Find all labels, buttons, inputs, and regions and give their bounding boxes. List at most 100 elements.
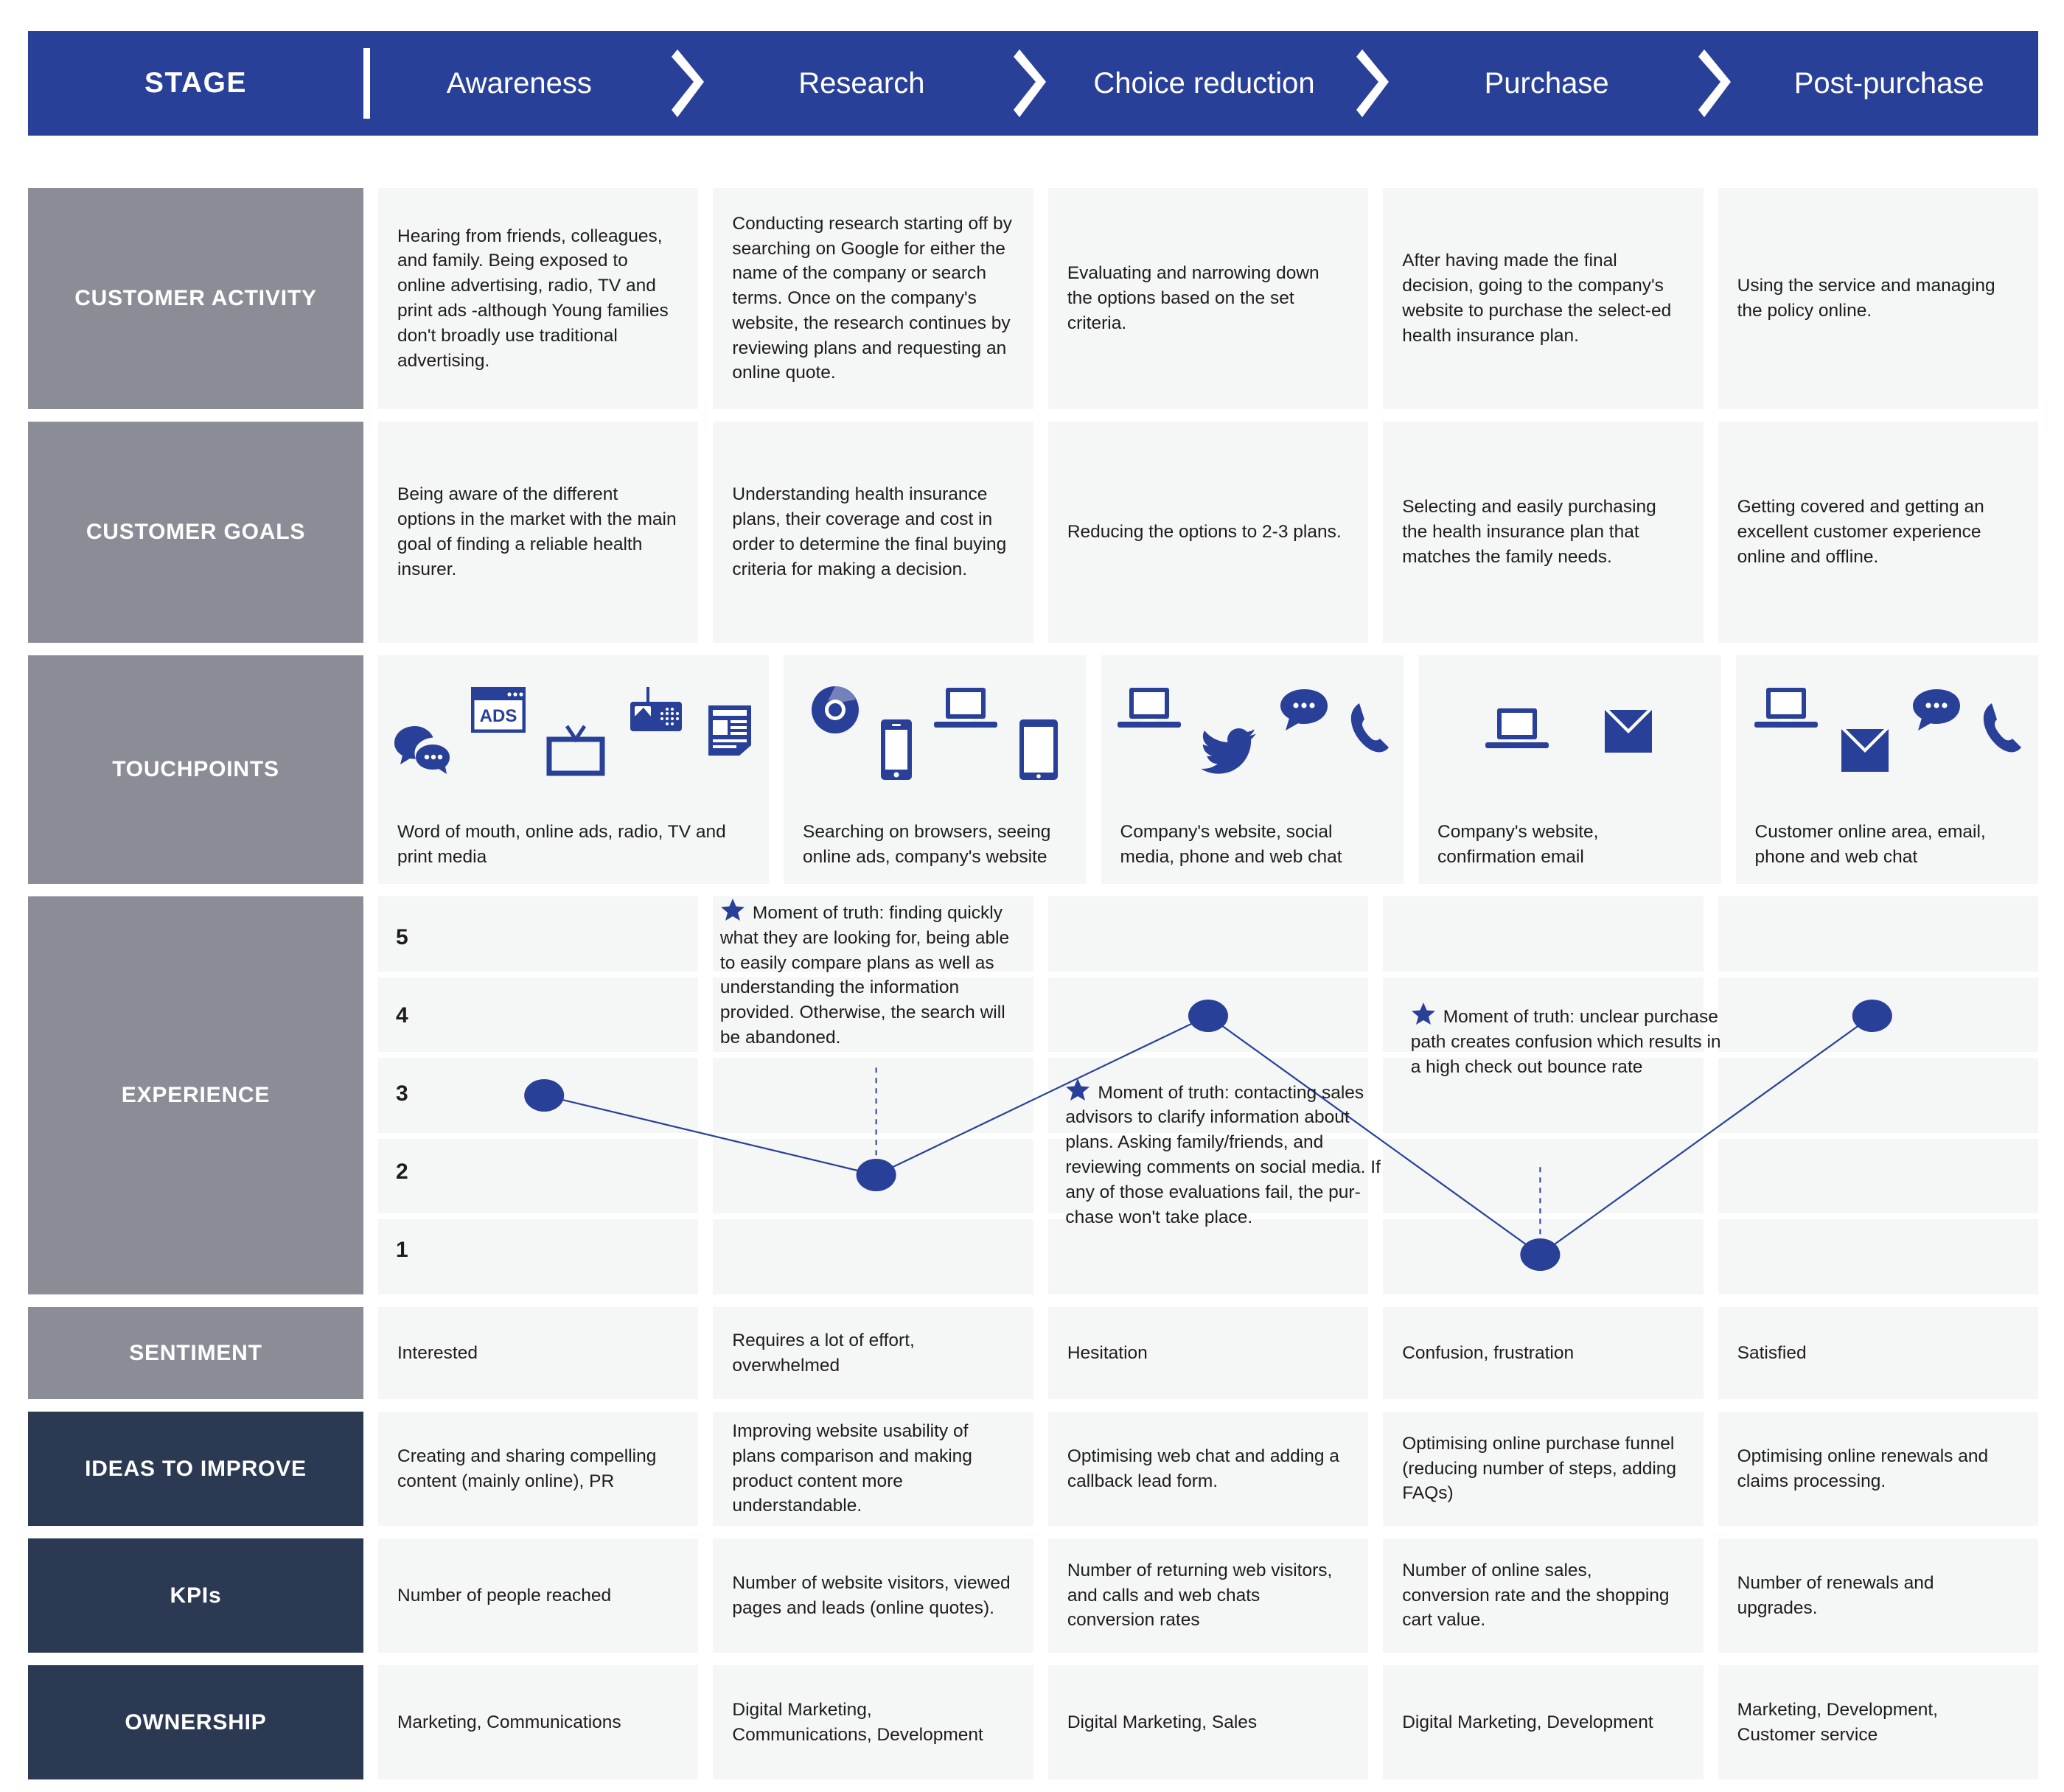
phone-handset-icon [1349,702,1389,759]
chevron-right-icon-3 [1353,31,1398,136]
row-label-customer-activity: CUSTOMER ACTIVITY [28,188,363,409]
cell-goals-choice-reduction: Reducing the options to 2-3 plans. [1047,422,1369,643]
svg-text:ADS: ADS [480,706,517,726]
cell-kpis-awareness: Number of people reached [378,1538,699,1653]
envelope-icon [1602,704,1655,757]
cell-sentiment-choice-reduction: Hesitation [1047,1307,1369,1399]
row-customer-goals: CUSTOMER GOALS Being aware of the differ… [28,422,2039,643]
cell-touchpoints-awareness: ADS [378,655,769,884]
row-label-ownership: OWNERSHIP [28,1665,363,1779]
row-label-ideas-to-improve: IDEAS TO IMPROVE [28,1412,363,1526]
cell-activity-choice-reduction: Evaluating and narrowing down the option… [1047,188,1369,409]
row-label-customer-goals: CUSTOMER GOALS [28,422,363,643]
cell-goals-post-purchase: Getting covered and getting an excellent… [1718,422,2039,643]
cell-sentiment-awareness: Interested [378,1307,699,1399]
row-sentiment: SENTIMENT Interested Requires a lot of e… [28,1307,2039,1399]
stage-label-choice-reduction: Choice reduction [1093,66,1315,100]
touchpoint-caption-awareness: Word of mouth, online ads, radio, TV and… [378,814,769,884]
cell-activity-awareness: Hearing from friends, colleagues, and fa… [378,188,699,409]
touchpoint-icons-research [784,655,1087,814]
star-icon [1411,1003,1435,1025]
chevron-right-icon-2 [1011,31,1055,136]
stage-label-research: Research [798,66,925,100]
cell-ownership-purchase: Digital Marketing, Development [1383,1665,1704,1779]
experience-band-1 [378,1219,2039,1294]
cell-touchpoints-post-purchase: Customer online area, email, phone and w… [1735,655,2038,884]
cell-ideas-purchase: Optimising online purchase funnel (reduc… [1383,1412,1704,1526]
phone-handset-icon [1981,702,2021,759]
chrome-browser-icon [810,685,860,735]
stage-divider [363,48,370,119]
row-ownership: OWNERSHIP Marketing, Communications Digi… [28,1665,2039,1779]
cell-kpis-purchase: Number of online sales, conversion rate … [1383,1538,1704,1653]
touchpoint-caption-research: Searching on browsers, seeing online ads… [784,814,1087,884]
stage-item-choice-reduction[interactable]: Choice reduction [1055,31,1353,136]
cell-kpis-post-purchase: Number of renewals and upgrades. [1718,1538,2039,1653]
laptop-icon [1484,707,1550,754]
row-label-kpis: KPIs [28,1538,363,1653]
cell-kpis-research: Number of website visitors, viewed pages… [713,1538,1033,1653]
laptop-icon [1116,686,1182,733]
stage-item-post-purchase[interactable]: Post-purchase [1740,31,2038,136]
stage-item-research[interactable]: Research [713,31,1011,136]
tv-icon [545,723,607,776]
stage-header-title: STAGE [144,67,247,99]
cell-touchpoints-research: Searching on browsers, seeing online ads… [784,655,1087,884]
touchpoint-icons-post-purchase [1735,655,2038,814]
cell-activity-research: Conducting research starting off by sear… [713,188,1033,409]
cell-ownership-research: Digital Marketing, Communications, Devel… [713,1665,1033,1779]
envelope-icon [1838,723,1892,776]
chevron-right-icon-4 [1695,31,1740,136]
cell-goals-awareness: Being aware of the different options in … [378,422,699,643]
cell-ideas-choice-reduction: Optimising web chat and adding a callbac… [1047,1412,1369,1526]
cell-touchpoints-purchase: Company's website, confirmation email [1418,655,1721,884]
laptop-icon [932,686,999,733]
touchpoint-icons-purchase [1418,655,1721,814]
tablet-icon [1018,718,1059,781]
newspaper-icon [705,702,754,759]
moment-of-truth-choice-reduction-text: Moment of truth: contacting sales adviso… [1065,1082,1381,1227]
row-customer-activity: CUSTOMER ACTIVITY Hearing from friends, … [28,188,2039,409]
row-touchpoints: TOUCHPOINTS [28,655,2038,884]
cell-goals-research: Understanding health insurance plans, th… [713,422,1033,643]
cell-kpis-choice-reduction: Number of returning web visitors, and ca… [1047,1538,1369,1653]
stage-label-post-purchase: Post-purchase [1793,66,1984,100]
chat-bubble-icon [1278,688,1330,732]
moment-of-truth-purchase-text: Moment of truth: unclear purchase path c… [1410,1007,1721,1077]
star-icon [720,899,745,921]
stage-item-purchase[interactable]: Purchase [1398,31,1696,136]
cell-activity-purchase: After having made the final decision, go… [1383,188,1704,409]
stage-item-awareness[interactable]: Awareness [370,31,669,136]
cell-ownership-awareness: Marketing, Communications [378,1665,699,1779]
cell-touchpoints-choice-reduction: Company's website, social media, phone a… [1101,655,1404,884]
moment-of-truth-research-text: Moment of truth: finding quickly what th… [719,903,1010,1047]
cell-ownership-post-purchase: Marketing, Development, Customer service [1718,1665,2039,1779]
row-kpis: KPIs Number of people reached Number of … [28,1538,2039,1653]
cell-ideas-research: Improving website usability of plans com… [713,1412,1033,1526]
chevron-right-icon-1 [669,31,713,136]
stage-label-purchase: Purchase [1484,66,1609,100]
cell-ideas-post-purchase: Optimising online renewals and claims pr… [1718,1412,2039,1526]
experience-chart: 5 4 3 2 1 Moment of truth: finding qu [378,896,2039,1294]
moment-of-truth-research: Moment of truth: finding quickly what th… [720,898,1029,1050]
cell-sentiment-post-purchase: Satisfied [1718,1307,2039,1399]
row-ideas-to-improve: IDEAS TO IMPROVE Creating and sharing co… [28,1412,2039,1526]
ads-browser-icon: ADS [471,686,526,733]
journey-grid: CUSTOMER ACTIVITY Hearing from friends, … [28,188,2039,1792]
moment-of-truth-purchase: Moment of truth: unclear purchase path c… [1411,1002,1729,1079]
touchpoint-caption-post-purchase: Customer online area, email, phone and w… [1735,814,2038,884]
row-label-touchpoints: TOUCHPOINTS [28,655,363,884]
cell-goals-purchase: Selecting and easily purchasing the heal… [1383,422,1704,643]
touchpoint-caption-purchase: Company's website, confirmation email [1418,814,1721,884]
cell-activity-post-purchase: Using the service and managing the polic… [1718,188,2039,409]
speech-bubbles-icon [393,725,452,775]
laptop-icon [1753,686,1819,733]
mobile-phone-icon [879,718,913,781]
cell-ownership-choice-reduction: Digital Marketing, Sales [1047,1665,1369,1779]
stage-list: Awareness Research Choice reduction Purc… [370,31,2038,136]
touchpoint-caption-choice-reduction: Company's website, social media, phone a… [1101,814,1404,884]
touchpoint-icons-choice-reduction [1101,655,1404,814]
radio-icon [626,684,686,736]
experience-band-4 [378,977,2039,1053]
